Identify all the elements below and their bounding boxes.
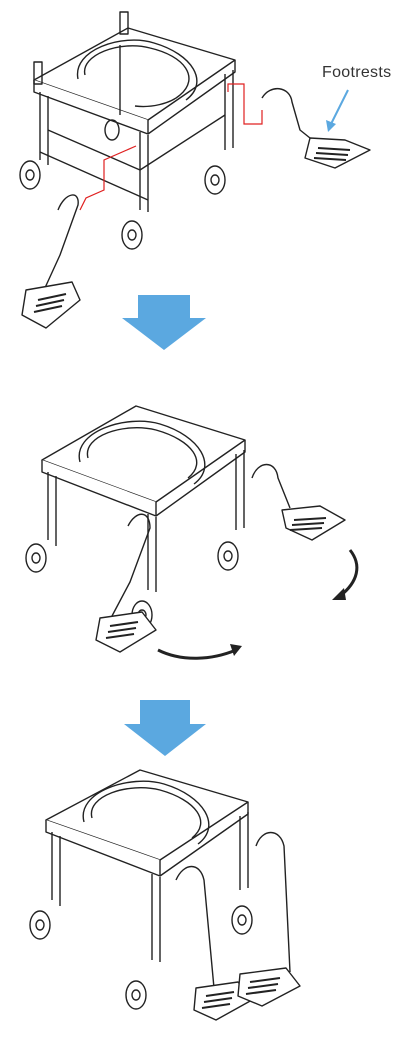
rotate-arrow-icon bbox=[339, 549, 359, 598]
callout-pointer-icon bbox=[329, 89, 349, 127]
commode-chair-drawing-rotating bbox=[25, 405, 359, 660]
down-arrow-icon bbox=[124, 700, 206, 756]
step-1-panel: Footrests bbox=[0, 0, 419, 360]
commode-chair-drawing-folded bbox=[29, 769, 301, 1021]
footrests-label: Footrests bbox=[322, 64, 392, 81]
commode-chair-drawing bbox=[19, 11, 371, 350]
down-arrow-icon bbox=[122, 295, 206, 350]
step-2-arrow bbox=[0, 690, 419, 760]
step-2-panel bbox=[0, 360, 419, 690]
rotate-arrow-icon-2 bbox=[157, 648, 237, 660]
step-3-panel bbox=[0, 760, 419, 1041]
